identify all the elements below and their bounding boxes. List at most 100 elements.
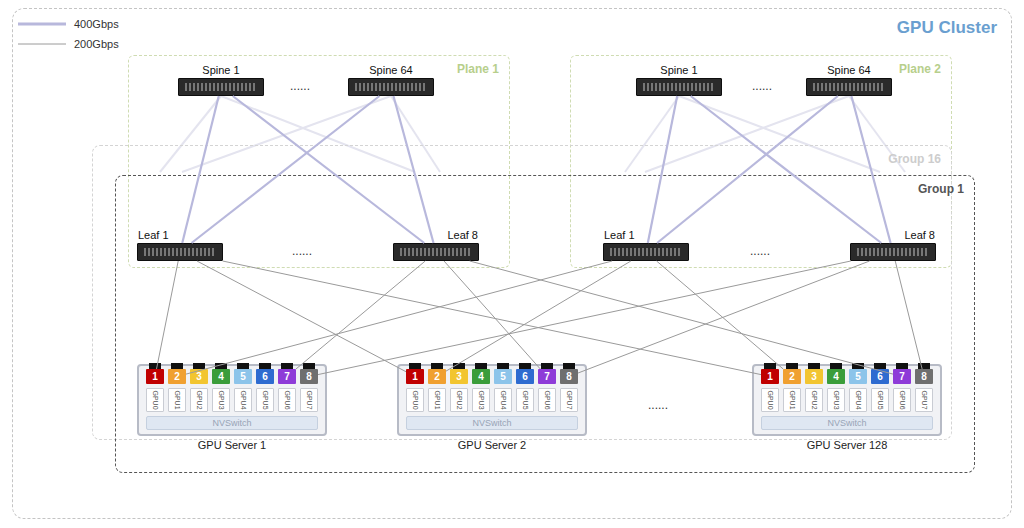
server-name: GPU Server 1 — [198, 439, 266, 451]
faded-link — [221, 96, 415, 172]
port-number: 8 — [300, 369, 318, 384]
nic-port: 7 — [893, 369, 911, 384]
gpu-chip: GPU6 — [893, 388, 911, 412]
uplink-400g — [691, 96, 882, 243]
port-connector — [431, 363, 443, 369]
downlink-200g — [470, 261, 893, 374]
switch-name: Leaf 1 — [138, 229, 169, 241]
switch-port-row — [400, 248, 472, 256]
port-number: 3 — [805, 369, 823, 384]
gpu-name: GPU7 — [921, 390, 928, 409]
ellipsis-label: ...... — [750, 244, 770, 258]
plane-boundary: Spine 1 Spine 64 Leaf 1 Leaf 8 Plane 1 — [128, 55, 510, 268]
port-connector — [193, 363, 205, 369]
switch-name: Spine 1 — [202, 64, 239, 76]
port-number: 5 — [494, 369, 512, 384]
port-number: 8 — [915, 369, 933, 384]
downlink-200g — [296, 261, 425, 369]
downlink-200g — [186, 261, 612, 374]
nic-port: 5 — [494, 369, 512, 384]
plane-label: Plane 1 — [457, 62, 499, 76]
gpu-server: 12345678GPU0GPU1GPU2GPU3GPU4GPU5GPU6GPU7… — [137, 364, 327, 436]
gpu-name: GPU4 — [855, 390, 862, 409]
gpu-chip: GPU0 — [146, 388, 164, 412]
port-connector — [874, 363, 886, 369]
nic-port: 7 — [538, 369, 556, 384]
uplink-400g — [393, 96, 433, 243]
downlink-200g — [157, 261, 179, 369]
gpu-chip: GPU0 — [406, 388, 424, 412]
switch-port-row — [643, 83, 715, 91]
group-label: Group 1 — [918, 182, 964, 196]
nic-port: 4 — [827, 369, 845, 384]
gpu-chip: GPU1 — [783, 388, 801, 412]
gpu-name: GPU4 — [500, 390, 507, 409]
gpu-name: GPU0 — [767, 390, 774, 409]
gpu-chip: GPU5 — [516, 388, 534, 412]
gpu-chip: GPU4 — [494, 388, 512, 412]
gpu-chip: GPU7 — [915, 388, 933, 412]
nic-port: 8 — [915, 369, 933, 384]
port-connector — [764, 363, 776, 369]
gpu-name: GPU2 — [811, 390, 818, 409]
leaf-switch: Leaf 1 — [603, 243, 689, 261]
faded-spine-links — [160, 96, 905, 172]
server-name: GPU Server 2 — [458, 439, 526, 451]
gpu-name: GPU4 — [240, 390, 247, 409]
legend-text: 400Gbps — [74, 18, 119, 30]
gpu-chip: GPU4 — [849, 388, 867, 412]
switch-name: Leaf 8 — [447, 229, 478, 241]
gpu-name: GPU1 — [789, 390, 796, 409]
gpu-name: GPU3 — [833, 390, 840, 409]
uplink-400g — [233, 96, 425, 243]
port-number: 6 — [256, 369, 274, 384]
leaf-switch: Leaf 8 — [850, 243, 936, 261]
gpu-name: GPU3 — [218, 390, 225, 409]
port-number: 3 — [450, 369, 468, 384]
ellipsis-label: ...... — [752, 79, 772, 93]
port-number: 7 — [278, 369, 296, 384]
nvswitch-label: NVSwitch — [762, 417, 932, 429]
gpu-name: GPU5 — [877, 390, 884, 409]
switch-name: Spine 64 — [369, 64, 412, 76]
port-number: 7 — [893, 369, 911, 384]
nic-port: 7 — [278, 369, 296, 384]
nvswitch-bar: NVSwitch — [761, 416, 933, 430]
gpu-chip: GPU2 — [450, 388, 468, 412]
port-number: 5 — [849, 369, 867, 384]
gpu-chip: GPU2 — [190, 388, 208, 412]
gpu-chip: GPU1 — [168, 388, 186, 412]
port-number: 4 — [472, 369, 490, 384]
gpu-chip: GPU2 — [805, 388, 823, 412]
nic-port: 1 — [761, 369, 779, 384]
downlink-200g — [895, 261, 922, 369]
switch-port-row — [610, 248, 682, 256]
gpu-name: GPU7 — [566, 390, 573, 409]
port-number: 5 — [234, 369, 252, 384]
spine-switch: Spine 1 — [636, 78, 722, 96]
spine-switch: Spine 64 — [348, 78, 434, 96]
uplink-400g — [182, 96, 219, 243]
port-number: 1 — [761, 369, 779, 384]
port-number: 4 — [212, 369, 230, 384]
nic-port: 5 — [234, 369, 252, 384]
gpu-server: 12345678GPU0GPU1GPU2GPU3GPU4GPU5GPU6GPU7… — [397, 364, 587, 436]
switch-name: Leaf 1 — [604, 229, 635, 241]
gpu-chip: GPU5 — [871, 388, 889, 412]
gpu-name: GPU0 — [412, 390, 419, 409]
faded-link — [625, 96, 679, 172]
nic-port: 3 — [190, 369, 208, 384]
gpu-chip: GPU0 — [761, 388, 779, 412]
gpu-chip: GPU7 — [560, 388, 578, 412]
faded-link — [160, 96, 221, 172]
downlink-200g — [446, 261, 631, 371]
leaf-switch: Leaf 8 — [393, 243, 479, 261]
gpu-name: GPU6 — [899, 390, 906, 409]
switch-port-row — [144, 248, 216, 256]
nvswitch-bar: NVSwitch — [406, 416, 578, 430]
switch-name: Leaf 8 — [904, 229, 935, 241]
nic-port: 4 — [472, 369, 490, 384]
legend-row: 400Gbps — [18, 16, 119, 32]
